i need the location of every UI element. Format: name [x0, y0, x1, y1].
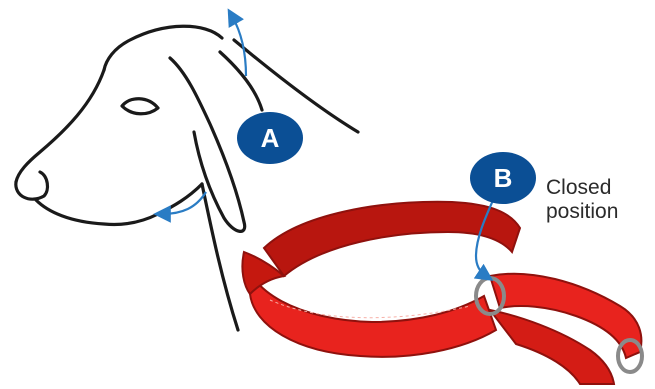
badge-a-label: A — [261, 123, 280, 153]
closed-position-caption: Closed position — [546, 176, 618, 223]
caption-line-2: position — [546, 200, 618, 224]
martingale-collar-icon — [242, 202, 642, 384]
dog-head-icon — [16, 26, 358, 330]
badge-a: A — [237, 112, 303, 164]
badge-b: B — [470, 152, 536, 204]
caption-line-1: Closed — [546, 176, 618, 200]
badge-b-label: B — [494, 163, 513, 193]
